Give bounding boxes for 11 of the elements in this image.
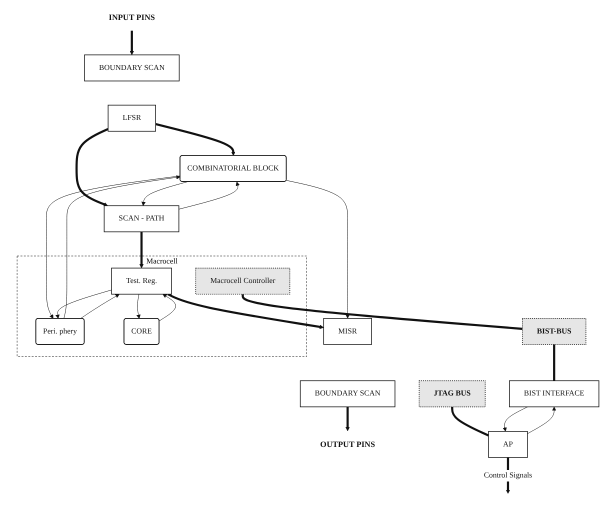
connector <box>553 344 556 381</box>
arrow <box>155 123 236 156</box>
arrow <box>139 232 144 268</box>
arrow <box>167 293 324 330</box>
connector <box>451 406 489 437</box>
node-text: OUTPUT PINS <box>320 440 376 449</box>
arrow <box>346 406 350 432</box>
connector <box>242 294 522 330</box>
node-text: INPUT PINS <box>108 12 155 22</box>
arrow <box>130 30 134 56</box>
arrow <box>75 128 109 206</box>
